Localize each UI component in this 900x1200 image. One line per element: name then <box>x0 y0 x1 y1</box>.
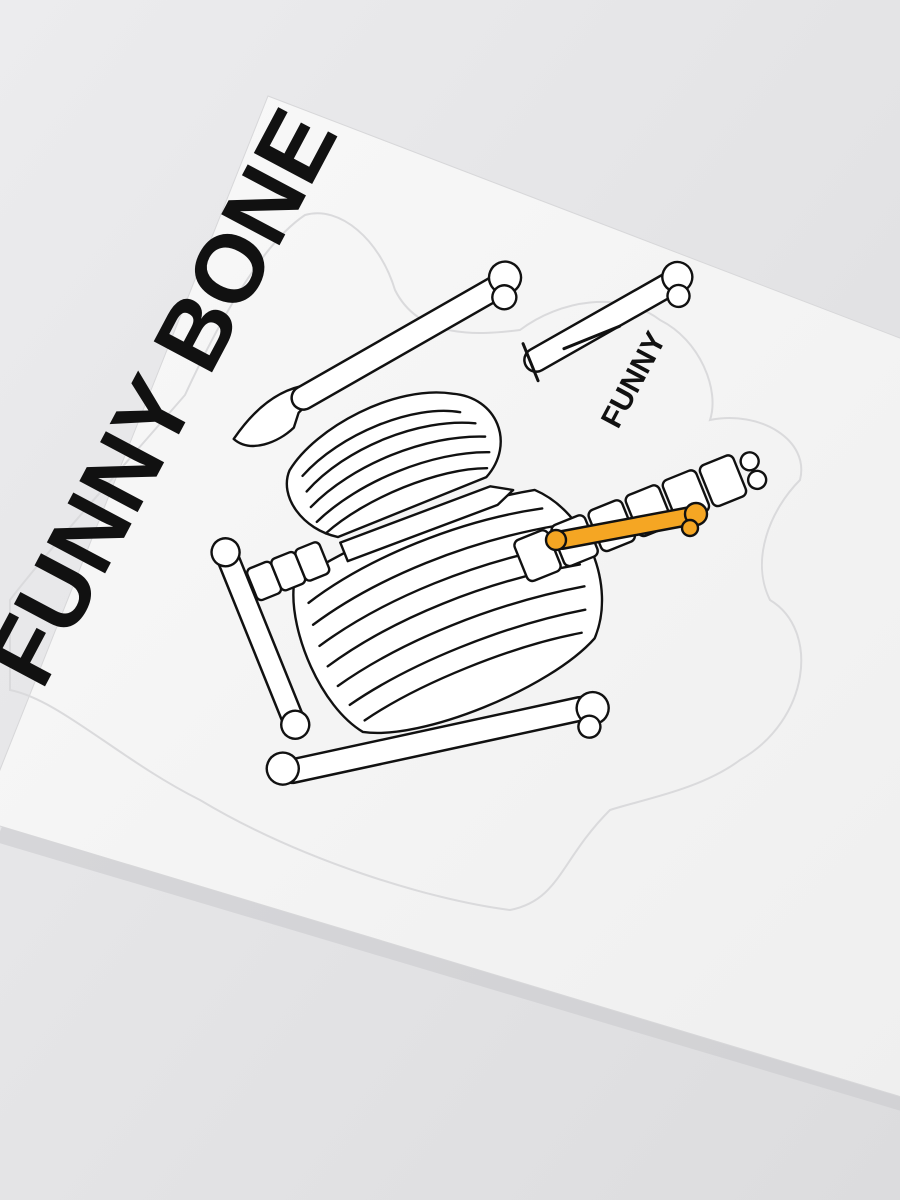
funny-bone-highlight <box>544 501 709 552</box>
lower-long-bone <box>265 690 610 786</box>
sternum <box>339 485 515 563</box>
label-bracket-top <box>521 342 540 383</box>
label-bracket-bottom <box>562 324 622 351</box>
neck-vertebrae <box>245 541 331 602</box>
ribcage-upper <box>285 391 502 539</box>
die-cut-outline <box>9 212 803 912</box>
humerus-left <box>232 260 523 448</box>
clavicle-left <box>210 537 311 740</box>
humerus-right <box>523 260 694 373</box>
